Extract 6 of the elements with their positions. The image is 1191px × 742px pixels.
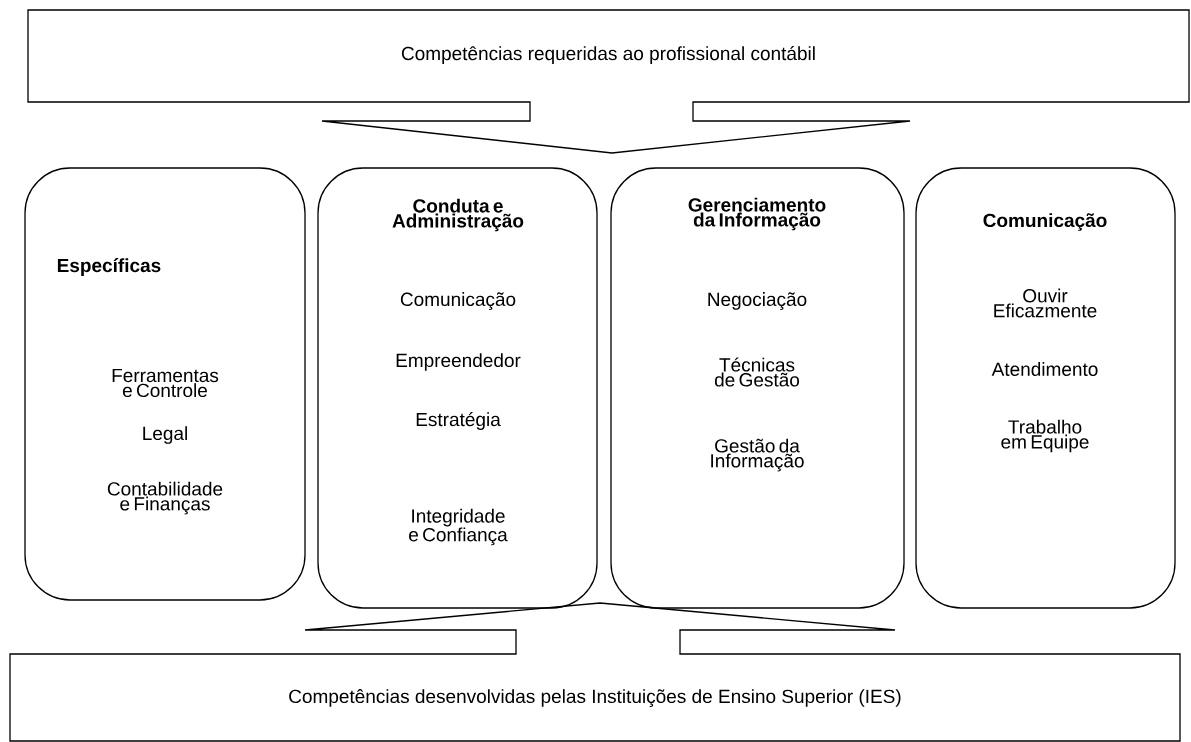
rounded-box: Específicas Ferramentas e Controle Legal Contabilidade e Finanças [24,167,306,601]
rounded-box: Conduta e Administração Comunicação Empreendedor Estratégia Integridade e Confiança [317,167,598,609]
callout-box: Competências desenvolvidas pelas Instituições de Ensino Superior (IES) [9,602,1181,742]
rounded-box: Comunicação Ouvir Eficazmente Atendimento Trabalho em Equipe [915,167,1176,609]
callout-box: Competências requeridas ao profissional contábil [27,9,1190,154]
rounded-box: Gerenciamento da Informação Negociação Técnicas de Gestão Gestão da Informação [610,167,905,609]
